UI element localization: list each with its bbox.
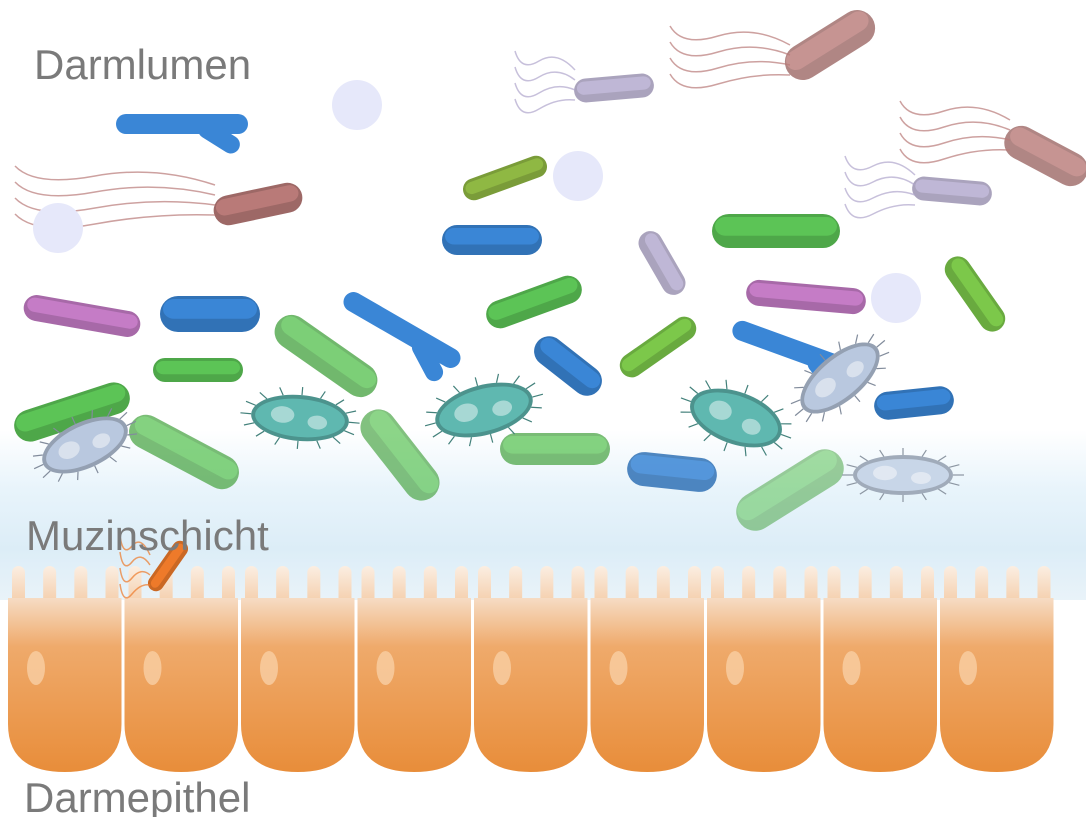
- rod-bacterium-icon: [625, 450, 718, 493]
- rod-bacterium-icon: [615, 312, 701, 382]
- rod-bacterium-icon: [940, 251, 1011, 336]
- flagella-icon: [845, 156, 915, 218]
- epithelial-cell-icon: [474, 566, 588, 772]
- rod-bacterium-icon: [153, 358, 243, 382]
- epithelial-cell-icon: [591, 566, 705, 772]
- oval-bacterium-icon: [238, 382, 363, 454]
- rod-bacterium-icon: [745, 279, 867, 315]
- rod-bacterium-icon: [353, 402, 447, 508]
- flagella-icon: [515, 51, 575, 113]
- rod-bacterium-icon: [873, 385, 955, 421]
- epithelial-cell-icon: [707, 566, 821, 772]
- epithelium-label: Darmepithel: [24, 777, 250, 817]
- rod-bacterium-icon: [160, 296, 260, 332]
- rod-bacterium-icon: [634, 227, 690, 300]
- oval-bacterium-icon: [775, 317, 905, 440]
- rod-bacterium-icon: [482, 272, 586, 333]
- rod-bacterium-icon: [573, 73, 655, 104]
- rod-bacterium-icon: [460, 153, 550, 204]
- bacteria-layer: [10, 3, 1086, 598]
- rod-bacterium-icon: [712, 214, 840, 248]
- epithelium: [8, 566, 1054, 772]
- oval-bacterium-icon: [842, 448, 964, 502]
- spore-icon: [871, 273, 921, 323]
- rod-bacterium-icon: [211, 180, 305, 228]
- rod-bacterium-icon: [998, 120, 1086, 192]
- lumen-label: Darmlumen: [34, 44, 251, 86]
- rod-bacterium-icon: [442, 225, 542, 255]
- rod-bacterium-icon: [123, 409, 245, 495]
- epithelial-cell-icon: [358, 566, 472, 772]
- rod-bacterium-icon: [778, 3, 882, 87]
- rod-bacterium-icon: [500, 433, 610, 465]
- rod-bacterium-icon: [729, 442, 851, 538]
- bifid-bacterium-icon: [116, 114, 248, 157]
- rod-bacterium-icon: [268, 308, 384, 404]
- epithelial-cell-icon: [8, 566, 122, 772]
- rod-bacterium-icon: [911, 176, 993, 207]
- mucus-layer-label: Muzinschicht: [26, 515, 269, 557]
- rod-bacterium-icon: [528, 330, 608, 402]
- epithelial-cell-icon: [940, 566, 1054, 772]
- spore-icon: [33, 203, 83, 253]
- spore-icon: [553, 151, 603, 201]
- rod-bacterium-icon: [22, 293, 143, 339]
- oval-bacterium-icon: [669, 365, 803, 471]
- spore-icon: [332, 80, 382, 130]
- flagella-icon: [670, 26, 790, 88]
- epithelial-cell-icon: [241, 566, 355, 772]
- flagella-icon: [900, 101, 1010, 163]
- epithelial-cell-icon: [125, 566, 239, 772]
- epithelial-cell-icon: [824, 566, 938, 772]
